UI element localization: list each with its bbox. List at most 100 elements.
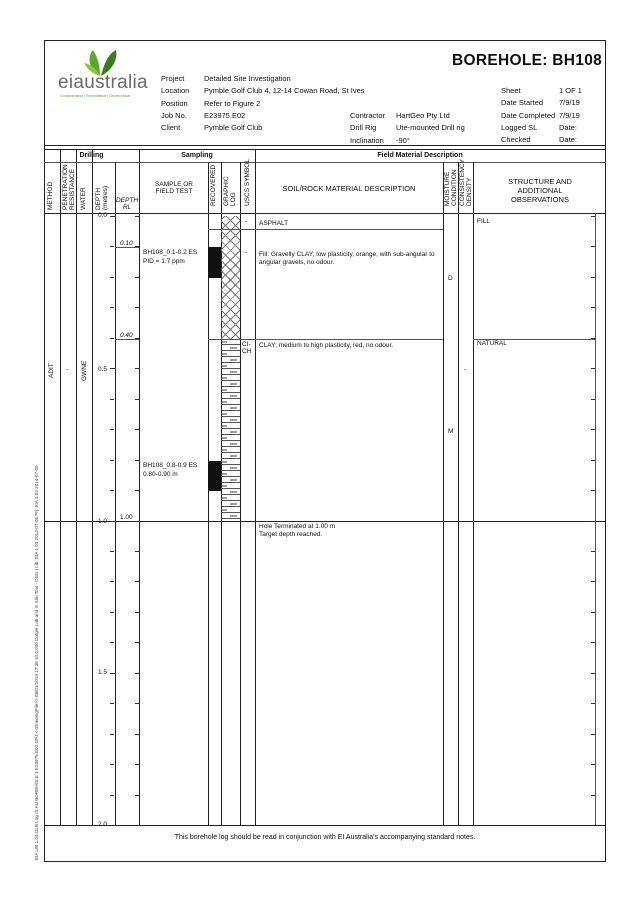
structure-tick-mark xyxy=(591,703,595,704)
datestarted-label: Date Started xyxy=(501,98,544,108)
rl-tick-mark xyxy=(135,368,139,369)
rl-tick-mark xyxy=(135,460,139,461)
drillrig-value: Ute-mounted Drill rig xyxy=(396,123,465,133)
rl-tick-mark xyxy=(135,734,139,735)
datestarted-value: 7/9/19 xyxy=(559,98,580,108)
depth-tick-1: 1.0 xyxy=(98,518,108,525)
uscs-fill: - xyxy=(245,249,248,256)
rl-tick-mark xyxy=(135,703,139,704)
depth-tick-mark xyxy=(110,216,116,217)
logo-leaf-icon xyxy=(84,50,117,76)
project-value: Detailed Site Investigation xyxy=(204,74,291,83)
col-penetration: PENETRATION RESISTANCE xyxy=(62,164,76,210)
col-depth-rl: DEPTH RL xyxy=(115,197,139,211)
location-value: Pymble Golf Club 4, 12-14 Cowan Road, St… xyxy=(204,86,365,96)
depth-tick-mark xyxy=(110,368,116,369)
depth-tick-mark xyxy=(110,612,114,613)
jobno-label: Job No. xyxy=(161,110,187,120)
group-sampling: Sampling xyxy=(181,152,213,159)
contractor-value: HartGeo Pty Ltd xyxy=(396,111,450,120)
moisture-m: M xyxy=(448,428,454,435)
water-value: GWNE xyxy=(81,360,88,381)
depth-tick-mark xyxy=(110,460,114,461)
depth-tick-mark xyxy=(110,551,114,552)
depth-tick-mark xyxy=(110,246,114,247)
depth-tick-mark xyxy=(110,277,114,278)
uscs-clay: CI-CH xyxy=(242,341,252,355)
depth-tick-mark xyxy=(110,734,114,735)
structure-tick-mark xyxy=(591,642,595,643)
project-label: Project xyxy=(161,74,185,83)
rl-tick-mark xyxy=(135,795,139,796)
contractor-label: Contractor xyxy=(350,111,386,120)
recovered-sample-1 xyxy=(208,247,221,278)
header-labels: Project Location Position Job No. Client xyxy=(161,73,189,134)
structure-tick-mark xyxy=(591,673,595,674)
log-frame xyxy=(44,40,606,862)
structure-tick-mark xyxy=(591,764,595,765)
inclination-label: Inclination xyxy=(350,135,384,145)
depth-tick-mark xyxy=(110,429,114,430)
structure-tick-mark xyxy=(591,216,595,217)
depth-tick-mark xyxy=(110,703,114,704)
col-moisture: MOISTURE CONDITION xyxy=(444,169,458,206)
structure-tick-mark xyxy=(591,246,595,247)
depth-tick-mark xyxy=(110,490,114,491)
desc-termination: Hole Terminated at 1.00 m Target depth r… xyxy=(259,523,335,539)
structure-fill: FILL xyxy=(477,218,491,225)
structure-tick-mark xyxy=(591,551,595,552)
rl-tick-mark xyxy=(135,581,139,582)
location-label: Location xyxy=(161,86,190,96)
col-uscs: USCS SYMBOL xyxy=(244,159,251,206)
position-value: Refer to Figure 2 xyxy=(204,98,261,108)
rl-tick-mark xyxy=(135,338,139,339)
desc-clay: CLAY; medium to high plasticity, red, no… xyxy=(259,342,394,349)
structure-tick-mark xyxy=(591,277,595,278)
col-description: SOIL/ROCK MATERIAL DESCRIPTION xyxy=(282,184,416,193)
structure-tick-mark xyxy=(591,429,595,430)
col-depth: DEPTH (metres) xyxy=(95,185,109,210)
company-logo: eiaustralia Contamination | Remediation … xyxy=(58,46,150,102)
depth-tick-mark xyxy=(110,673,116,674)
checked-label: Checked xyxy=(501,135,531,145)
desc-fill: Fill: Gravelly CLAY; low plasticity, ora… xyxy=(259,251,435,266)
side-metadata-text: EIA LIB 1.03.GLB Log IS AU BOREHOLE 3 E2… xyxy=(34,465,39,860)
rl-tick-mark xyxy=(135,612,139,613)
method-value: ADIT xyxy=(48,363,55,378)
structure-tick-mark xyxy=(591,581,595,582)
desc-terminated: Hole Terminated at 1.00 m xyxy=(259,523,336,530)
col-sample: SAMPLE OR FIELD TEST xyxy=(155,181,193,195)
rl-tick-mark xyxy=(135,429,139,430)
uscs-asphalt: - xyxy=(245,218,248,225)
depth-tick-05: 0.5 xyxy=(98,366,108,373)
depth-tick-mark xyxy=(110,521,116,522)
depth-tick-mark xyxy=(110,581,114,582)
datecompleted-label: Date Completed xyxy=(501,110,556,120)
structure-tick-mark xyxy=(591,734,595,735)
group-drilling: Drilling xyxy=(79,152,104,159)
depth-tick-mark xyxy=(110,338,114,339)
checked-date: Date: xyxy=(559,135,577,145)
col-consistency: CONSISTENCY DENSITY xyxy=(459,159,473,206)
inclination-value: -90° xyxy=(396,135,410,145)
depth-tick-mark xyxy=(110,795,114,796)
rl-mark-010: 0.10 xyxy=(120,240,133,247)
sample-2: BH108_0.8-0.9 ES 0.80-0.90 m xyxy=(143,462,197,479)
moisture-d: D xyxy=(448,275,453,282)
col-structure: STRUCTURE AND ADDITIONAL OBSERVATIONS xyxy=(508,177,572,204)
logo-text: eiaustralia xyxy=(58,72,148,93)
rl-mark-100: 1.00 xyxy=(120,514,133,521)
recovered-sample-2 xyxy=(208,461,221,491)
rl-tick-mark xyxy=(135,307,139,308)
sample-1: BH108_0.1-0.2 ES PID = 1.7 ppm xyxy=(143,249,197,266)
client-value: Pymble Golf Club xyxy=(204,123,263,133)
col-water: WATER xyxy=(80,187,87,210)
logged-label: Logged SL xyxy=(501,122,538,132)
structure-tick-mark xyxy=(591,307,595,308)
position-label: Position xyxy=(161,98,188,108)
structure-tick-mark xyxy=(591,612,595,613)
borehole-title: BOREHOLE: BH108 xyxy=(452,52,603,69)
sample-1-note: PID = 1.7 ppm xyxy=(143,257,185,265)
fill-graphic-hatch xyxy=(221,216,240,339)
rl-tick-mark xyxy=(135,216,139,217)
